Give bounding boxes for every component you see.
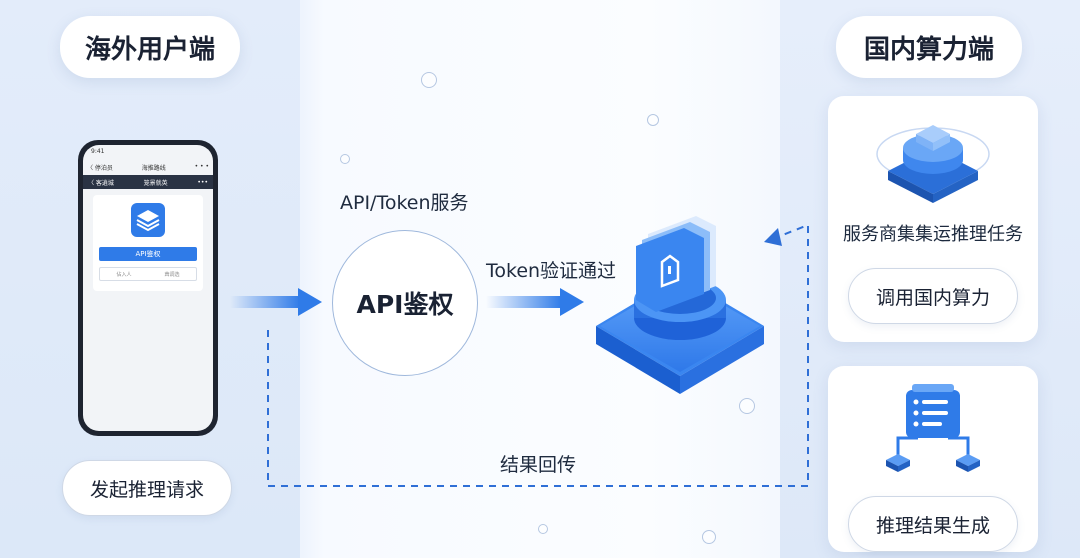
- network-document-icon: [886, 384, 980, 472]
- overseas-user-title: 海外用户端: [60, 16, 240, 78]
- phone-sub-title: 笼景就英: [143, 179, 168, 187]
- api-auth-node: API鉴权: [332, 230, 478, 376]
- phone-sub-menu-icon[interactable]: •••: [197, 178, 208, 186]
- call-domestic-compute: 调用国内算力: [848, 268, 1018, 324]
- bubble-decoration: [340, 154, 350, 164]
- phone-back-link[interactable]: 〈 停泊员: [87, 165, 113, 172]
- bubble-decoration: [739, 398, 755, 414]
- inference-result-generated: 推理结果生成: [848, 496, 1018, 552]
- initiate-inference-request: 发起推理请求: [62, 460, 232, 516]
- phone-screen: 9:41 〈 停泊员 海推路线 • • • 〈 客逍城 笼景就英 ••• API…: [83, 145, 213, 431]
- phone-menu-icon[interactable]: • • •: [194, 163, 209, 170]
- server-stack-icon: [876, 125, 990, 203]
- bubble-decoration: [647, 114, 659, 126]
- phone-api-auth-button[interactable]: API鉴权: [99, 247, 197, 261]
- phone-time: 9:41: [91, 148, 105, 155]
- phone-input-row[interactable]: 佔入人 茸调选: [99, 267, 197, 281]
- token-verified-label: Token验证通过: [486, 260, 617, 282]
- token-platform-icon: [596, 216, 764, 394]
- arrow-to-auth: [230, 288, 322, 316]
- phone-mockup: 9:41 〈 停泊员 海推路线 • • • 〈 客逍城 笼景就英 ••• API…: [78, 140, 218, 436]
- api-auth-label: API鉴权: [356, 290, 454, 319]
- phone-field-left: 佔入人: [116, 271, 132, 278]
- api-token-service-label: API/Token服务: [340, 192, 469, 214]
- phone-field-right: 茸调选: [164, 271, 180, 278]
- layers-logo-icon: [131, 203, 165, 237]
- bubble-decoration: [538, 524, 548, 534]
- bubble-decoration: [421, 72, 437, 88]
- service-task-text: 服务商集集运推理任务: [843, 224, 1023, 245]
- phone-sub-bar: 〈 客逍城 笼景就英 •••: [83, 175, 213, 189]
- phone-card: API鉴权 佔入人 茸调选: [93, 195, 203, 291]
- arrow-to-platform: [486, 288, 584, 316]
- result-return-path: [267, 223, 809, 487]
- bubble-decoration: [702, 530, 716, 544]
- result-return-label: 结果回传: [500, 454, 577, 476]
- phone-nav-bar: 〈 停泊员 海推路线 • • •: [87, 163, 209, 172]
- domestic-compute-title: 国内算力端: [836, 16, 1022, 78]
- phone-sub-back[interactable]: 〈 客逍城: [88, 179, 114, 187]
- phone-nav-title: 海推路线: [141, 165, 166, 172]
